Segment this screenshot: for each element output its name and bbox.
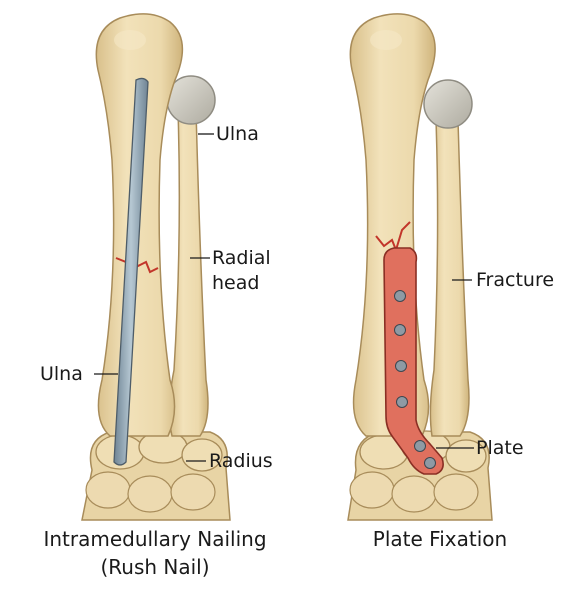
plate-screw xyxy=(396,361,407,372)
label-radial-head-line2: head xyxy=(212,272,259,295)
plate-screw xyxy=(395,325,406,336)
label-ulna-top: Ulna xyxy=(216,123,259,146)
label-radial-head-line1: Radial xyxy=(212,247,271,270)
label-ulna-left: Ulna xyxy=(40,363,83,386)
plate-screw xyxy=(395,291,406,302)
left-thin-bone xyxy=(167,76,215,436)
caption-plate-fixation: Plate Fixation xyxy=(330,527,550,552)
label-radius: Radius xyxy=(209,450,273,473)
left-forearm xyxy=(82,14,230,520)
right-forearm xyxy=(348,14,492,520)
plate-screw xyxy=(425,458,436,469)
label-plate: Plate xyxy=(476,437,524,460)
left-wrist-bones xyxy=(82,431,230,520)
caption-intramedullary-nailing: Intramedullary Nailing xyxy=(20,527,290,552)
caption-rush-nail: (Rush Nail) xyxy=(20,555,290,580)
label-fracture: Fracture xyxy=(476,269,554,292)
right-thin-bone xyxy=(424,80,472,436)
plate-screw xyxy=(415,441,426,452)
right-radial-head xyxy=(424,80,472,128)
plate-screw xyxy=(397,397,408,408)
